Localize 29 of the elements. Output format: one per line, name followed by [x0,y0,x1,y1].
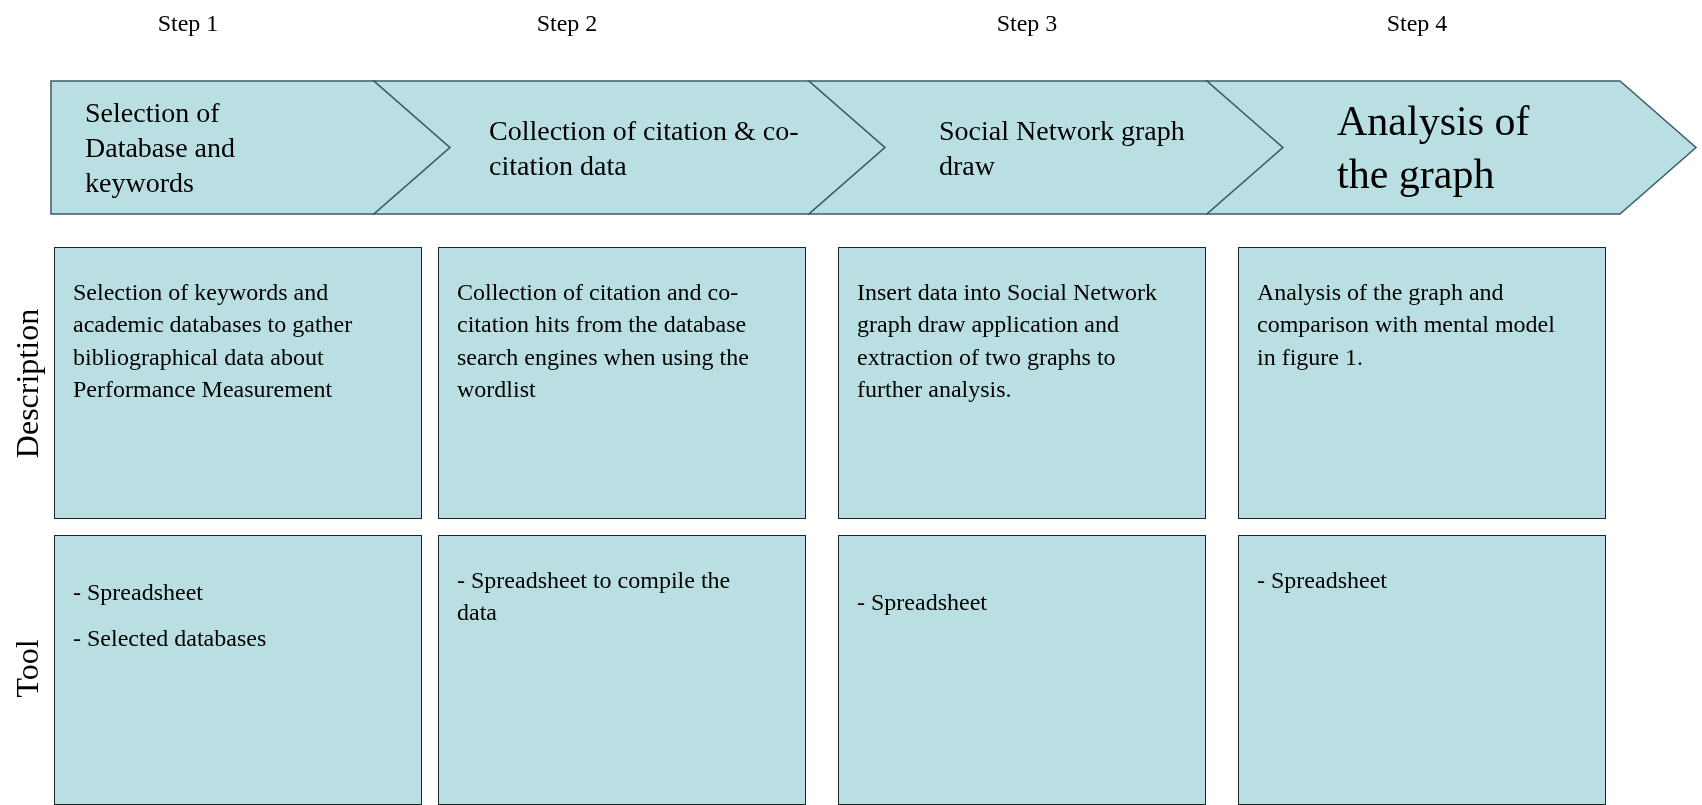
description-box [838,247,1206,519]
step-label: Step 3 [996,10,1058,37]
tool-box [54,535,422,805]
row-label: Description [8,308,46,458]
chevron-step-shape [809,81,1283,214]
tool-item: - Spreadsheet to compile the data [457,566,732,628]
tool-item: - Spreadsheet [857,588,988,617]
chevron-step-shape [1207,81,1696,214]
tool-item: - Spreadsheet [73,578,204,607]
description-text: Insert data into Social Network graph draw application and extraction of two graphs to further analysis. [857,278,1158,405]
description-box [54,247,422,519]
description-box [438,247,806,519]
step-label: Step 2 [536,10,598,37]
tool-item: - Spreadsheet [1257,566,1388,595]
row-label: Tool [8,638,46,698]
step-label: Step 1 [157,10,219,37]
description-text: Collection of citation and co-citation hits from the database search engines when using the wordlist [457,278,750,405]
tool-item: - Selected databases [73,624,268,654]
description-box [1238,247,1606,519]
tool-box [838,535,1206,805]
description-text: Analysis of the graph and comparison with mental model in figure 1. [1257,278,1556,372]
description-text: Selection of keywords and academic databases to gather bibliographical data about Performance Measurement [73,278,354,405]
step-title: Analysis of the graph [1337,97,1531,199]
tool-box [1238,535,1606,805]
tool-box [438,535,806,805]
step-title: Social Network graph draw [939,113,1186,183]
chevron-step-shape [374,81,885,214]
step-title: Collection of citation & co-citation data [489,113,800,183]
step-label: Step 4 [1386,10,1448,37]
